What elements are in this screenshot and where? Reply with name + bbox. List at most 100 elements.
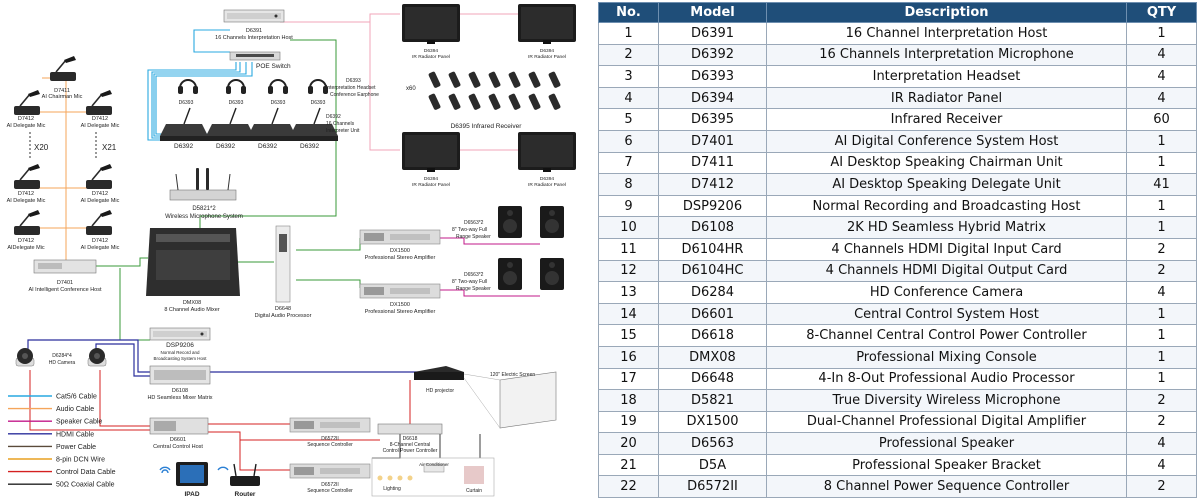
cell-model: D6104HR [658, 237, 767, 261]
legend-entry: Audio Cable [8, 406, 94, 413]
cell-qty: 1 [1126, 345, 1197, 369]
cell-no: 3 [598, 65, 659, 88]
svg-text:D6108: D6108 [172, 388, 188, 394]
headset-row: D6393 D6393 D6393 D6393 D6393 Interpreta… [177, 78, 379, 106]
speakers-top: D6563*2 8" Two-way Full Range Speaker [452, 206, 564, 240]
central-control-host: D6601 Central Control Host [149, 417, 209, 450]
svg-text:DMX08: DMX08 [183, 300, 201, 306]
svg-text:120" Electric Screen: 120" Electric Screen [490, 372, 535, 378]
cell-qty: 1 [1126, 194, 1197, 218]
cell-model: D5821 [658, 389, 767, 412]
ipad: IPAD [159, 462, 208, 498]
svg-text:Curtain: Curtain [466, 488, 482, 494]
legend-label: HDMI Cable [56, 431, 94, 438]
legend-label: Speaker Cable [56, 419, 102, 426]
svg-text:D5821*2: D5821*2 [192, 206, 216, 212]
amplifier-bottom: DX1500 Professional Stereo Amplifier [359, 283, 441, 315]
svg-text:Professional Stereo Amplifier: Professional Stereo Amplifier [365, 255, 436, 261]
cell-description: AI Desktop Speaking Delegate Unit [766, 173, 1127, 196]
legend-label: 50Ω Coaxial Cable [56, 482, 115, 489]
legend-entry: 50Ω Coaxial Cable [8, 482, 115, 489]
cell-model: D6648 [658, 367, 767, 391]
svg-text:IR Radiator Panel: IR Radiator Panel [412, 182, 450, 188]
cell-model: D6394 [658, 86, 767, 110]
cell-no: 22 [598, 475, 659, 499]
cell-model: D6572II [658, 475, 767, 499]
hd-cameras: D6284*4 HD Camera [15, 347, 107, 367]
svg-text:IPAD: IPAD [184, 491, 199, 498]
cell-qty: 4 [1126, 65, 1197, 88]
sequence-controller-top: D6572II Sequence Controller [289, 417, 371, 448]
svg-text:Range Speaker: Range Speaker [456, 286, 491, 292]
cell-description: Professional Mixing Console [766, 345, 1127, 369]
cell-qty: 1 [1126, 216, 1197, 239]
cell-description: Normal Recording and Broadcasting Host [766, 194, 1127, 218]
svg-text:Normal Record and: Normal Record and [160, 350, 200, 355]
cell-model: D6393 [658, 65, 767, 88]
svg-text:D6392: D6392 [258, 143, 278, 150]
cell-no: 14 [598, 302, 659, 326]
legend-label: Control Data Cable [56, 469, 116, 476]
svg-text:D6393: D6393 [311, 100, 326, 106]
svg-text:HD projector: HD projector [426, 388, 454, 394]
cell-qty: 2 [1126, 475, 1197, 499]
svg-text:D6391: D6391 [246, 28, 262, 34]
svg-text:IR Radiator Panel: IR Radiator Panel [528, 182, 566, 188]
header-model: Model [658, 2, 767, 23]
chairman-mic: D7411 AI Chairman Mic [42, 55, 83, 100]
legend-label: Cat5/6 Cable [56, 394, 97, 401]
cell-description: 2K HD Seamless Hybrid Matrix [766, 216, 1127, 239]
svg-text:16 Channels: 16 Channels [326, 121, 355, 127]
cell-model: DMX08 [658, 345, 767, 369]
svg-text:D6392: D6392 [300, 143, 320, 150]
svg-text:Central Control Host: Central Control Host [153, 444, 203, 450]
cell-qty: 4 [1126, 86, 1197, 110]
cell-description: HD Conference Camera [766, 281, 1127, 304]
svg-text:AI Delegate Mic: AI Delegate Mic [81, 198, 120, 204]
svg-text:D6393: D6393 [271, 100, 286, 106]
svg-text:Control Power Controller: Control Power Controller [383, 448, 438, 454]
svg-text:Broadcasting System Host: Broadcasting System Host [153, 356, 207, 361]
cell-description: AI Digital Conference System Host [766, 129, 1127, 153]
cell-qty: 4 [1126, 43, 1197, 67]
svg-text:D6393: D6393 [179, 100, 194, 106]
svg-text:D7412: D7412 [18, 191, 34, 197]
legend-entry: 8-pin DCN Wire [8, 457, 105, 464]
svg-text:8-Channel Central: 8-Channel Central [390, 442, 431, 448]
svg-text:AI Delegate Mic: AI Delegate Mic [81, 123, 120, 129]
cell-model: D7411 [658, 151, 767, 175]
cell-qty: 1 [1126, 151, 1197, 175]
cables [27, 13, 540, 471]
cell-description: Dual-Channel Professional Digital Amplif… [766, 410, 1127, 434]
ir-panel-bottom-left: D6394 IR Radiator Panel [402, 132, 460, 188]
legend-entry: HDMI Cable [8, 431, 94, 438]
cell-no: 1 [598, 22, 659, 45]
cell-no: 12 [598, 259, 659, 283]
legend-label: Audio Cable [56, 406, 94, 413]
cell-qty: 4 [1126, 453, 1197, 477]
interpreter-consoles: D6392 D6392 D6392 D6392 D6392 16 Channel… [159, 107, 360, 150]
system-diagram: D7411 AI Chairman Mic D7412 AI Delegate … [7, 4, 576, 498]
seamless-matrix: D6108 HD Seamless Mixer Matrix [147, 365, 213, 401]
svg-text:D7412: D7412 [92, 116, 108, 122]
svg-text:POE Switch: POE Switch [256, 63, 291, 70]
cell-model: DX1500 [658, 410, 767, 434]
cell-qty: 60 [1126, 108, 1197, 131]
audio-processor: D6648 Digital Audio Processor [255, 225, 312, 319]
svg-text:AI Intelligent Conference Host: AI Intelligent Conference Host [28, 287, 102, 293]
cell-description: True Diversity Wireless Microphone [766, 389, 1127, 412]
svg-text:DX1500: DX1500 [390, 248, 410, 254]
cell-description: 4 Channels HDMI Digital Input Card [766, 237, 1127, 261]
cell-description: 4-In 8-Out Professional Audio Processor [766, 367, 1127, 391]
svg-text:Professional Stereo Amplifier: Professional Stereo Amplifier [365, 309, 436, 315]
svg-text:Interpreter Unit: Interpreter Unit [326, 128, 360, 134]
ir-panel-top-right: D6394 IR Radiator Panel [518, 4, 576, 60]
svg-text:Digital Audio Processor: Digital Audio Processor [255, 313, 312, 319]
